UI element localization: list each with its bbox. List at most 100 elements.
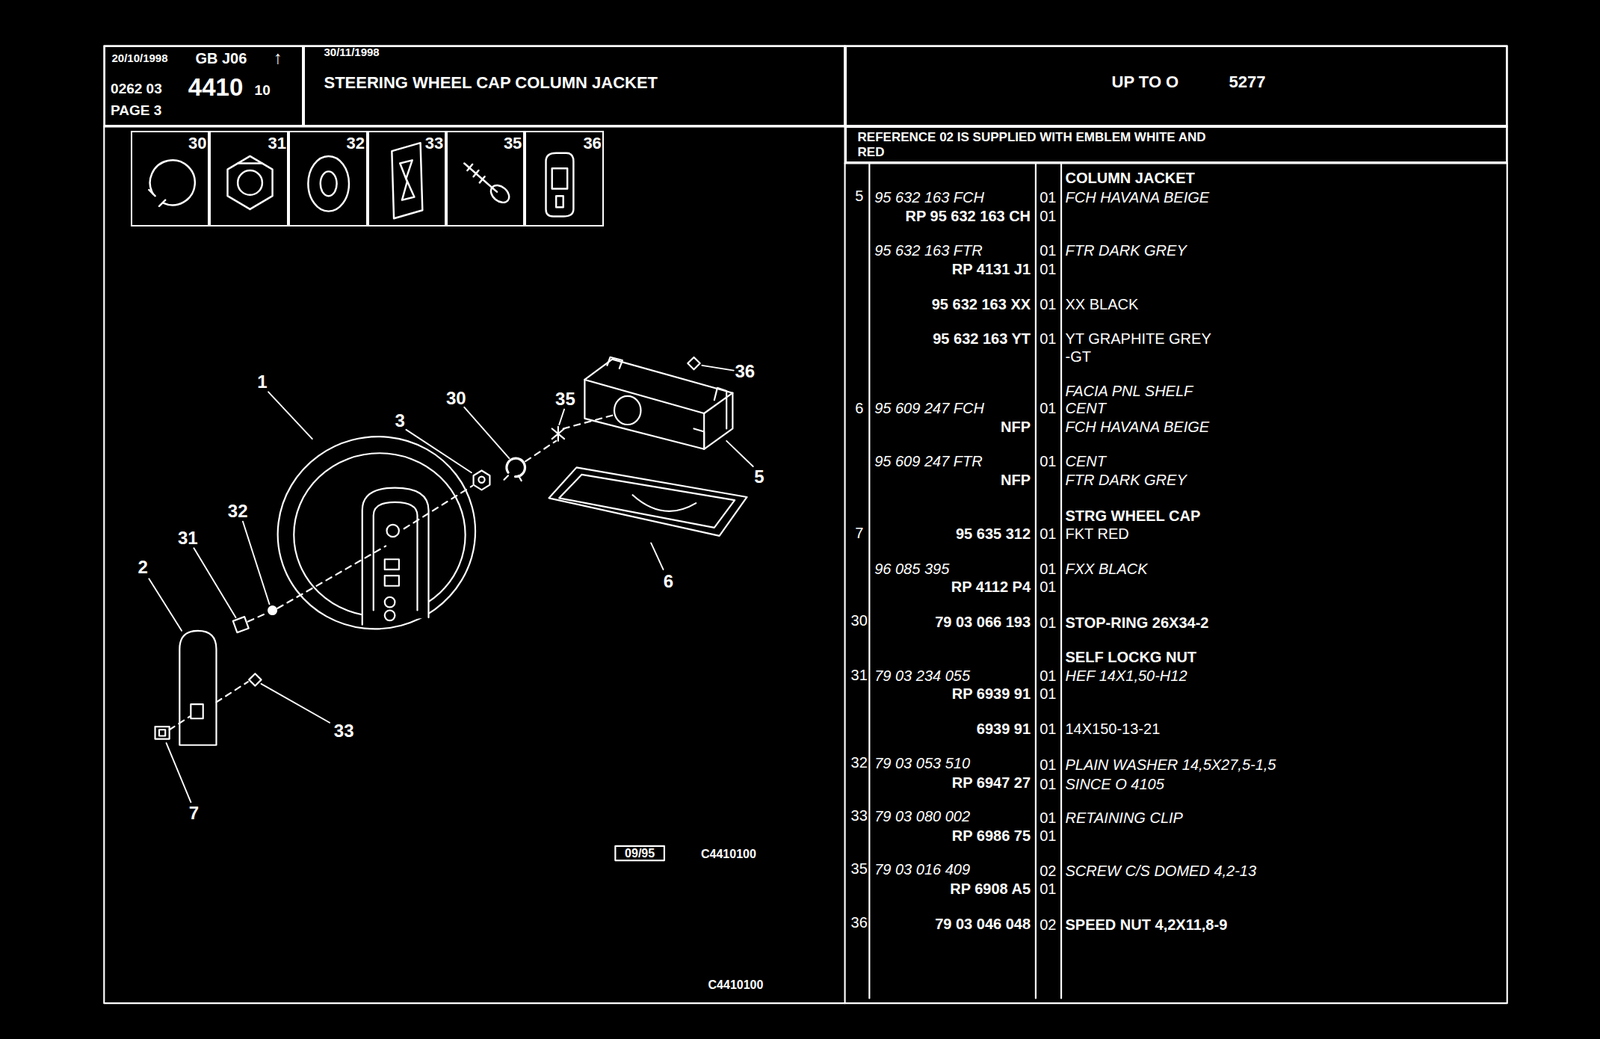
table-cell: 01	[1039, 260, 1056, 279]
callout-number: 32	[227, 500, 249, 522]
header-text: 20/10/1998	[111, 52, 168, 66]
table-cell: 35	[851, 859, 868, 877]
table-cell: FCH HAVANA BEIGE	[1065, 417, 1210, 435]
table-cell: 79 03 053 510	[874, 754, 971, 772]
header-cell: 30/11/1998STEERING WHEEL CAP COLUMN JACK…	[303, 45, 846, 127]
table-cell: 79 03 046 048	[934, 914, 1031, 932]
header-text: ↑	[273, 47, 283, 69]
frame-lines-shape	[1035, 162, 1037, 998]
frame-lines-shape	[103, 45, 1507, 1003]
exploded-view-shape	[268, 606, 277, 615]
callout-number: 6	[663, 571, 674, 593]
exploded-view-shape	[473, 470, 491, 490]
table-cell: FCH HAVANA BEIGE	[1065, 188, 1210, 206]
table-cell: NFP	[1000, 470, 1031, 488]
table-cell: FKT RED	[1065, 525, 1130, 543]
table-cell: 96 085 395	[874, 559, 950, 577]
table-cell: SCREW C/S DOMED 4,2-13	[1065, 861, 1257, 879]
exploded-view-shape	[159, 729, 166, 736]
exploded-view-shape	[549, 467, 748, 536]
table-cell: SPEED NUT 4,2X11,8-9	[1065, 916, 1228, 934]
exploded-view-shape	[233, 616, 249, 633]
icon-strip-icons	[148, 142, 574, 219]
table-cell: 01	[1039, 399, 1056, 418]
callout-number: 5	[754, 466, 764, 488]
frame-lines-shape	[1060, 162, 1062, 998]
callout-number: 31	[267, 133, 286, 153]
table-cell: STOP-RING 26X34-2	[1065, 613, 1210, 631]
header-cell: UP TO O 5277	[845, 45, 1508, 127]
frame-lines-shape	[843, 45, 846, 1003]
icon-strip-icons-shape	[307, 156, 349, 212]
header-text: 30/11/1998	[323, 46, 379, 60]
icon-strip-icons-shape	[467, 164, 485, 184]
table-cell: 33	[851, 806, 868, 824]
table-cell: 01	[1039, 525, 1056, 543]
table-cell: 01	[1039, 578, 1056, 596]
table-cell: RP 6947 27	[952, 774, 1031, 792]
table-cell: 31	[851, 665, 868, 684]
table-cell: 95 635 312	[955, 525, 1031, 543]
header-text: UP TO O	[1112, 72, 1180, 92]
exploded-view-shape	[190, 703, 203, 719]
exploded-view-shape	[384, 575, 400, 586]
table-cell: YT GRAPHITE GREY	[1065, 330, 1212, 348]
table-cell: 79 03 234 055	[874, 666, 971, 684]
callout-number: 7	[189, 802, 199, 824]
callout-number: 2	[137, 556, 148, 578]
exploded-view-shape	[558, 474, 735, 528]
leader-lines-shape	[701, 365, 734, 371]
icon-strip-icons-shape	[487, 181, 512, 206]
table-cell: 01	[1039, 613, 1056, 631]
header-text: 4410	[188, 73, 243, 102]
exploded-view-shape	[687, 357, 700, 370]
leader-lines-shape	[193, 547, 236, 618]
icon-cell: 36	[524, 130, 605, 227]
exploded-view-shape	[256, 414, 497, 651]
icon-cell: 31	[209, 130, 290, 227]
icon-cell: 32	[288, 130, 367, 227]
exploded-view-shape	[384, 597, 396, 608]
callout-number: 33	[334, 720, 355, 742]
table-cell: RP 6939 91	[952, 685, 1031, 703]
exploded-view-shape	[179, 630, 216, 746]
table-cell: 01	[1039, 774, 1056, 793]
table-cell: RP 6908 A5	[949, 880, 1031, 898]
table-cell: 01	[1039, 295, 1056, 313]
table-cell: HEF 14X1,50-H12	[1065, 666, 1188, 684]
table-cell: RP 6986 75	[952, 827, 1031, 845]
table-cell: 14X150-13-21	[1065, 719, 1161, 737]
exploded-view-shape	[584, 379, 704, 450]
icon-cell: 35	[446, 130, 525, 227]
table-cell: 02	[1039, 916, 1056, 934]
frame-lines	[103, 45, 1507, 1003]
callout-number: 31	[177, 527, 199, 549]
table-cell: 01	[1039, 559, 1056, 577]
table-cell: RP 4112 P4	[951, 578, 1031, 596]
exploded-view-shape	[384, 558, 400, 570]
header-text: REFERENCE 02 IS SUPPLIED WITH EMBLEM WHI…	[857, 130, 1210, 160]
leader-lines-shape	[148, 578, 182, 631]
table-cell: 01	[1039, 452, 1056, 471]
table-cell: RP 4131 J1	[952, 260, 1031, 279]
table-cell: XX BLACK	[1065, 295, 1139, 313]
table-cell: RETAINING CLIP	[1065, 808, 1183, 826]
drawing-note: 09/95	[624, 845, 655, 860]
table-cell: FTR DARK GREY	[1065, 470, 1187, 488]
callout-number: 35	[555, 388, 576, 410]
exploded-view-shape-shape	[525, 440, 557, 462]
exploded-view-shape	[373, 502, 418, 611]
table-cell: FXX BLACK	[1065, 559, 1148, 577]
icon-strip-icons-shape	[546, 153, 574, 217]
exploded-view-shape	[703, 393, 733, 450]
exploded-view-shape	[506, 458, 526, 477]
exploded-view-shape	[714, 387, 727, 429]
exploded-view-shape	[632, 494, 697, 512]
table-cell: 79 03 080 002	[874, 807, 971, 826]
header-text: 5277	[1229, 72, 1266, 92]
exploded-view-shape	[614, 396, 642, 425]
table-cell: 7	[854, 523, 864, 542]
exploded-view-shape-shape	[248, 612, 269, 622]
callout-number: 3	[395, 410, 406, 432]
